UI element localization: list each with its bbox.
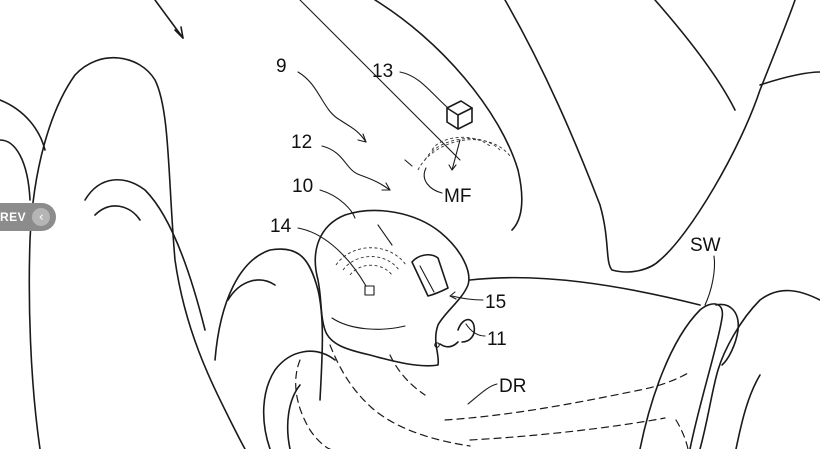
a-pillar-inner (374, 0, 523, 231)
seat-left-edge (0, 99, 46, 201)
driver-outline (329, 344, 471, 447)
leader-11 (465, 323, 486, 337)
ear-device-11 (457, 318, 476, 343)
headrest-unit (314, 209, 470, 367)
ref-label-14: 14 (270, 216, 292, 237)
sensor-14 (364, 285, 375, 296)
seat-front-back (28, 56, 246, 449)
leader-10 (319, 189, 356, 219)
headrest-slot (411, 253, 449, 297)
seat-front-inner (84, 178, 206, 331)
leader-dr (467, 383, 498, 405)
leader-mf (423, 167, 443, 194)
chevron-left-icon: ‹ (32, 208, 51, 226)
leader-15 (451, 295, 484, 301)
ref-label-15: 15 (485, 292, 506, 313)
ref-label-mf: MF (444, 186, 471, 207)
ref-label-dr: DR (499, 376, 526, 397)
leader-sw (704, 255, 716, 306)
steering-wheel (639, 303, 724, 449)
windshield-frame (504, 0, 796, 273)
module-13 (446, 100, 473, 130)
figure-arrow (154, 0, 184, 39)
leader-14 (297, 227, 367, 287)
ref-label-9: 9 (276, 56, 287, 77)
ref-label-12: 12 (291, 132, 312, 153)
previous-label: REV (0, 210, 27, 224)
previous-button[interactable]: REV ‹ (0, 203, 56, 231)
ref-label-13: 13 (372, 61, 393, 82)
roof-right (759, 71, 820, 86)
ref-label-10: 10 (292, 176, 313, 197)
cabin-surface-line (299, 0, 461, 161)
ref-label-sw: SW (690, 235, 721, 256)
ref-label-11: 11 (487, 329, 507, 350)
leader-13 (399, 71, 449, 109)
seat-driver (214, 248, 324, 401)
dashboard-edge (469, 276, 701, 306)
leader-12 (321, 145, 391, 191)
a-pillar-edge (654, 0, 736, 111)
leader-9 (297, 71, 367, 143)
